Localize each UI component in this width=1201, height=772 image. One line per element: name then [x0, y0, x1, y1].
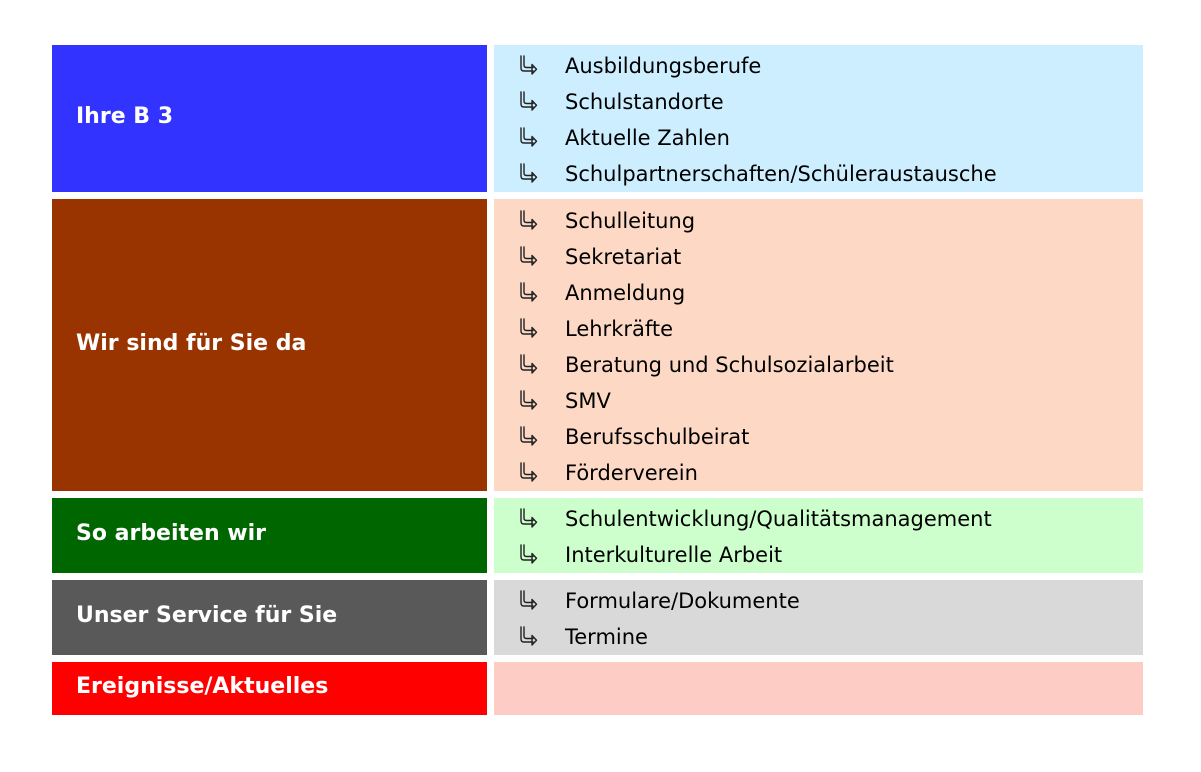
section-so-arbeiten-wir: So arbeiten wir Schulentwicklung/Qualitä… [52, 498, 1143, 573]
link-label: Förderverein [565, 461, 698, 485]
link-label: Schulentwicklung/Qualitätsmanagement [565, 507, 992, 531]
navigation-menu: Ihre B 3 Ausbildungsberufe Schulstandort… [52, 45, 1143, 722]
link-label: Berufsschulbeirat [565, 425, 750, 449]
link-beratung-schulsozialarbeit[interactable]: Beratung und Schulsozialarbeit [494, 347, 1143, 383]
hooked-arrow-icon [516, 507, 540, 531]
hooked-arrow-icon [516, 461, 540, 485]
link-schulentwicklung[interactable]: Schulentwicklung/Qualitätsmanagement [494, 501, 1143, 537]
category-ihre-b3[interactable]: Ihre B 3 [52, 45, 487, 192]
link-schulpartnerschaften[interactable]: Schulpartnerschaften/Schüleraustausche [494, 156, 1143, 192]
links-panel-so-arbeiten-wir: Schulentwicklung/Qualitätsmanagement Int… [494, 498, 1143, 573]
hooked-arrow-icon [516, 281, 540, 305]
hooked-arrow-icon [516, 90, 540, 114]
hooked-arrow-icon [516, 54, 540, 78]
link-label: Sekretariat [565, 245, 682, 269]
hooked-arrow-icon [516, 589, 540, 613]
links-panel-ihre-b3: Ausbildungsberufe Schulstandorte Aktuell… [494, 45, 1143, 192]
link-schulstandorte[interactable]: Schulstandorte [494, 84, 1143, 120]
link-label: Ausbildungsberufe [565, 54, 762, 78]
section-ihre-b3: Ihre B 3 Ausbildungsberufe Schulstandort… [52, 45, 1143, 192]
category-so-arbeiten-wir[interactable]: So arbeiten wir [52, 498, 487, 573]
link-smv[interactable]: SMV [494, 383, 1143, 419]
hooked-arrow-icon [516, 209, 540, 233]
link-berufsschulbeirat[interactable]: Berufsschulbeirat [494, 419, 1143, 455]
category-unser-service[interactable]: Unser Service für Sie [52, 580, 487, 655]
section-ereignisse-aktuelles: Ereignisse/Aktuelles [52, 662, 1143, 715]
link-formulare-dokumente[interactable]: Formulare/Dokumente [494, 583, 1143, 619]
hooked-arrow-icon [516, 425, 540, 449]
link-label: Aktuelle Zahlen [565, 126, 730, 150]
link-label: Anmeldung [565, 281, 686, 305]
link-schulleitung[interactable]: Schulleitung [494, 203, 1143, 239]
link-label: Schulpartnerschaften/Schüleraustausche [565, 162, 997, 186]
link-ausbildungsberufe[interactable]: Ausbildungsberufe [494, 48, 1143, 84]
link-label: Formulare/Dokumente [565, 589, 800, 613]
section-wir-sind-fuer-sie-da: Wir sind für Sie da Schulleitung Sekreta… [52, 199, 1143, 491]
category-label: Ereignisse/Aktuelles [76, 674, 329, 699]
link-interkulturelle-arbeit[interactable]: Interkulturelle Arbeit [494, 537, 1143, 573]
hooked-arrow-icon [516, 162, 540, 186]
links-panel-wir-sind-fuer-sie-da: Schulleitung Sekretariat Anmeldung Lehrk… [494, 199, 1143, 491]
link-label: Lehrkräfte [565, 317, 674, 341]
link-label: SMV [565, 389, 611, 413]
hooked-arrow-icon [516, 543, 540, 567]
hooked-arrow-icon [516, 126, 540, 150]
hooked-arrow-icon [516, 389, 540, 413]
links-panel-unser-service: Formulare/Dokumente Termine [494, 580, 1143, 655]
link-label: Schulstandorte [565, 90, 724, 114]
link-label: Beratung und Schulsozialarbeit [565, 353, 894, 377]
link-label: Termine [565, 625, 648, 649]
link-sekretariat[interactable]: Sekretariat [494, 239, 1143, 275]
links-panel-ereignisse-aktuelles [494, 662, 1143, 715]
hooked-arrow-icon [516, 317, 540, 341]
hooked-arrow-icon [516, 245, 540, 269]
category-wir-sind-fuer-sie-da[interactable]: Wir sind für Sie da [52, 199, 487, 491]
link-aktuelle-zahlen[interactable]: Aktuelle Zahlen [494, 120, 1143, 156]
category-label: So arbeiten wir [76, 521, 266, 546]
link-label: Interkulturelle Arbeit [565, 543, 783, 567]
link-anmeldung[interactable]: Anmeldung [494, 275, 1143, 311]
category-label: Wir sind für Sie da [76, 330, 307, 356]
section-unser-service: Unser Service für Sie Formulare/Dokument… [52, 580, 1143, 655]
category-label: Ihre B 3 [76, 104, 174, 129]
category-ereignisse-aktuelles[interactable]: Ereignisse/Aktuelles [52, 662, 487, 715]
link-termine[interactable]: Termine [494, 619, 1143, 655]
hooked-arrow-icon [516, 625, 540, 649]
category-label: Unser Service für Sie [76, 603, 338, 628]
link-lehrkraefte[interactable]: Lehrkräfte [494, 311, 1143, 347]
hooked-arrow-icon [516, 353, 540, 377]
link-foerderverein[interactable]: Förderverein [494, 455, 1143, 491]
link-label: Schulleitung [565, 209, 696, 233]
